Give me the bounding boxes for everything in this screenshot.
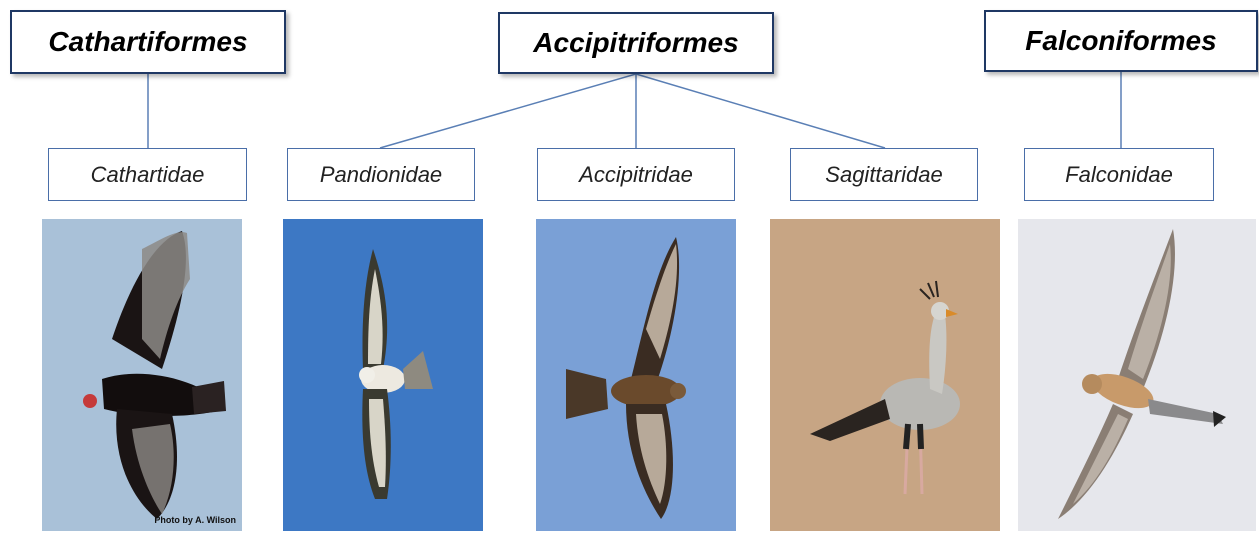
family-label: Cathartidae <box>90 161 205 187</box>
osprey-illustration <box>283 219 483 531</box>
order-label: Cathartiformes <box>48 26 248 57</box>
family-label: Pandionidae <box>319 161 443 187</box>
photo-buzzard <box>536 219 736 531</box>
family-label: Accipitridae <box>579 161 693 187</box>
photo-osprey <box>283 219 483 531</box>
buzzard-illustration <box>536 219 736 531</box>
family-sagittaridae: Sagittaridae <box>790 148 978 201</box>
order-cathartiformes: Cathartiformes <box>10 10 286 74</box>
family-accipitridae: Accipitridae <box>537 148 735 201</box>
turkey-vulture-illustration <box>42 219 242 531</box>
kestrel-illustration <box>1018 219 1256 531</box>
family-pandionidae: Pandionidae <box>287 148 475 201</box>
family-falconidae: Falconidae <box>1024 148 1214 201</box>
family-label: Falconidae <box>1065 161 1173 187</box>
order-falconiformes: Falconiformes <box>984 10 1258 72</box>
photo-secretarybird <box>770 219 1000 531</box>
photo-turkey-vulture: Photo by A. Wilson <box>42 219 242 531</box>
photo-kestrel <box>1018 219 1256 531</box>
secretarybird-illustration <box>770 219 1000 531</box>
photo-credit: Photo by A. Wilson <box>154 515 236 525</box>
order-label: Falconiformes <box>1025 25 1217 56</box>
family-label: Sagittaridae <box>825 161 943 187</box>
connector-accipitriformes-sagittaridae <box>635 73 886 149</box>
order-label: Accipitriformes <box>533 27 739 58</box>
family-cathartidae: Cathartidae <box>48 148 247 201</box>
connector-accipitriformes-pandionidae <box>379 73 637 149</box>
order-accipitriformes: Accipitriformes <box>498 12 774 74</box>
